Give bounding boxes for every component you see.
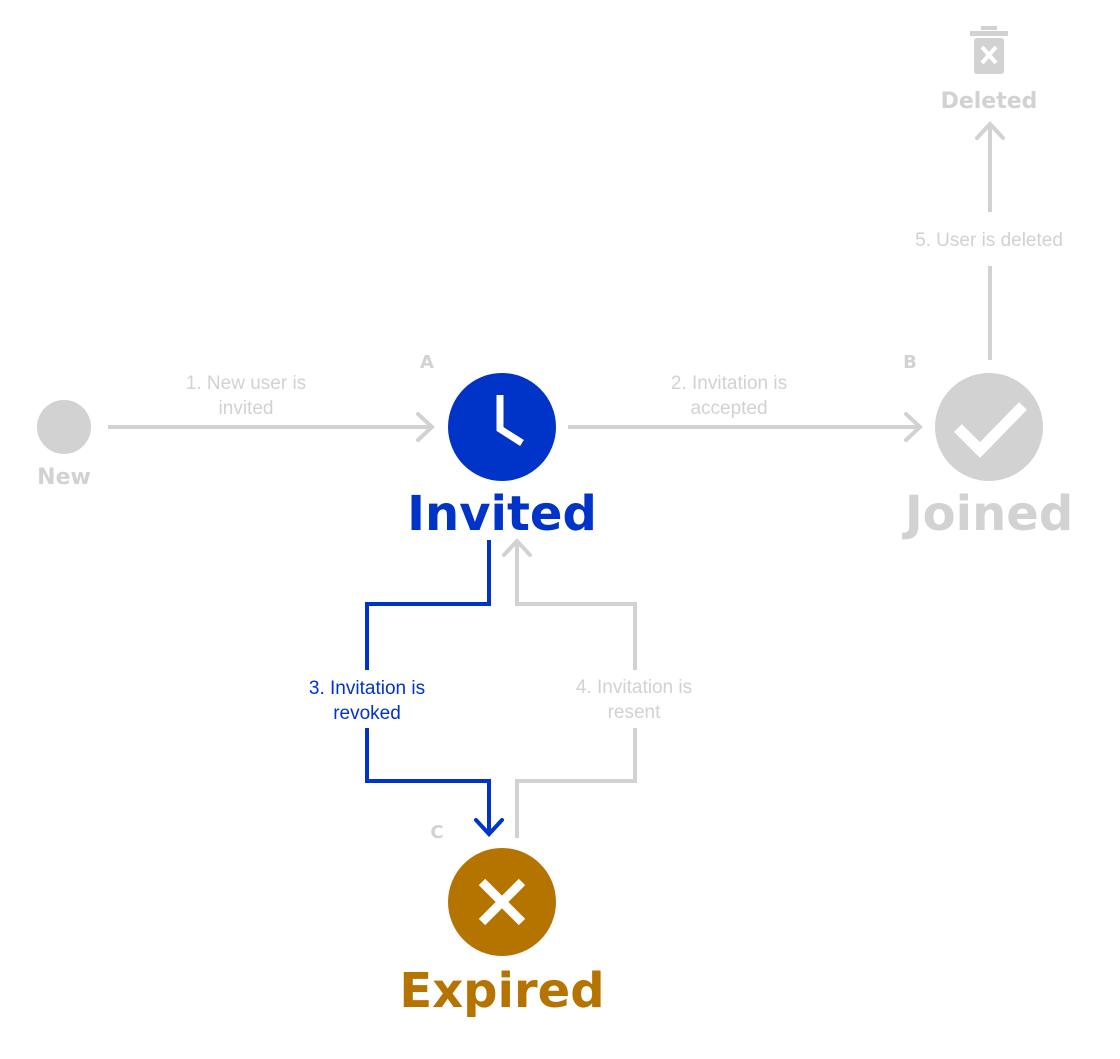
transition-1-label-line2: invited <box>219 398 274 419</box>
transition-4-label: 4. Invitation is resent <box>576 677 692 723</box>
transition-4-arrow <box>502 538 637 838</box>
transition-4-label-line2: resent <box>608 702 662 723</box>
transition-1-arrow <box>108 412 435 442</box>
check-icon <box>935 373 1043 481</box>
state-new: New <box>37 400 91 490</box>
clock-icon <box>448 373 556 481</box>
state-joined: B Joined <box>902 352 1073 542</box>
transition-2-label: 2. Invitation is accepted <box>671 373 787 419</box>
transition-4-label-line1: 4. Invitation is <box>576 677 692 698</box>
transition-5-label-line1: 5. User is deleted <box>915 230 1063 251</box>
state-invited-label: Invited <box>407 486 597 542</box>
state-joined-label: Joined <box>902 486 1073 542</box>
state-deleted-label: Deleted <box>941 89 1038 114</box>
new-circle-icon <box>37 400 91 454</box>
state-joined-letter: B <box>903 352 917 373</box>
transition-5-label: 5. User is deleted <box>915 230 1063 251</box>
transition-2-arrow <box>568 412 923 442</box>
state-invited-letter: A <box>420 352 434 373</box>
transition-3-label-line1: 3. Invitation is <box>309 678 425 699</box>
transition-2-label-line1: 2. Invitation is <box>671 373 787 394</box>
state-expired: C Expired <box>399 822 604 1019</box>
x-icon <box>448 848 556 956</box>
trash-icon <box>970 26 1008 74</box>
state-new-label: New <box>37 465 91 490</box>
transition-2-label-line2: accepted <box>690 398 767 419</box>
transition-1-label-line1: 1. New user is <box>186 373 306 394</box>
state-deleted: Deleted <box>941 26 1038 114</box>
transition-3-label: 3. Invitation is revoked <box>309 678 425 724</box>
state-expired-letter: C <box>430 822 443 843</box>
transition-5-arrow <box>975 121 1005 360</box>
state-invited: A Invited <box>407 352 597 542</box>
state-expired-label: Expired <box>399 963 604 1019</box>
transition-3-arrow <box>365 540 504 837</box>
transition-3-label-line2: revoked <box>333 703 401 724</box>
transition-1-label: 1. New user is invited <box>186 373 306 419</box>
